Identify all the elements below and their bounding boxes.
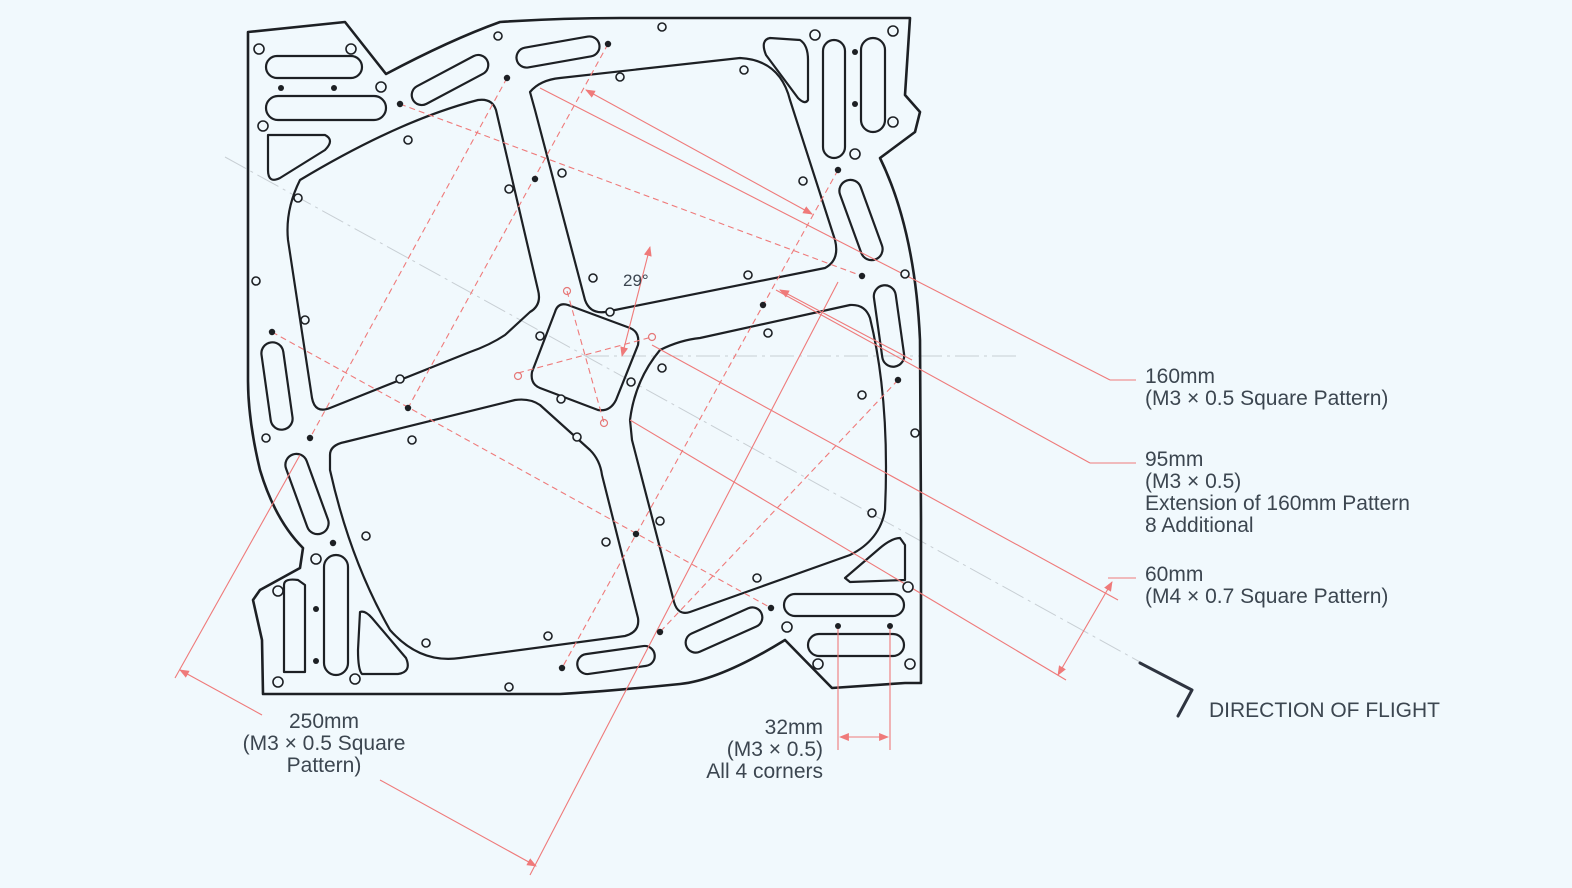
callout-160mm-desc: (M3 × 0.5 Square Pattern) — [1145, 387, 1389, 410]
callout-250mm-line1: (M3 × 0.5 Square — [242, 732, 406, 755]
window-top-right — [528, 56, 838, 314]
callout-95mm-line2: Extension of 160mm Pattern — [1145, 492, 1410, 515]
callout-95mm-size: 95mm — [1145, 448, 1204, 471]
dimension-lines — [174, 87, 1136, 876]
arrow-right-icon — [1138, 661, 1194, 718]
bolt-dots — [268, 40, 902, 672]
callout-32mm-line1: (M3 × 0.5) — [726, 738, 823, 761]
callout-95mm-line3: 8 Additional — [1145, 514, 1254, 537]
callout-95mm: 95mm (M3 × 0.5) Extension of 160mm Patte… — [1145, 449, 1410, 537]
callout-250mm: 250mm (M3 × 0.5 Square Pattern) — [224, 711, 424, 777]
callout-32mm-size: 32mm — [764, 716, 823, 739]
callout-250mm-line2: Pattern) — [286, 754, 362, 777]
center-pattern-holes — [513, 286, 657, 428]
callout-32mm: 32mm (M3 × 0.5) All 4 corners — [640, 717, 823, 783]
flight-centerline — [224, 156, 1141, 663]
callout-60mm-desc: (M4 × 0.7 Square Pattern) — [1145, 585, 1389, 608]
callout-160mm: 160mm (M3 × 0.5 Square Pattern) — [1145, 366, 1388, 410]
window-bottom-right — [628, 303, 888, 614]
callout-250mm-size: 250mm — [288, 710, 360, 733]
callout-32mm-line2: All 4 corners — [706, 760, 823, 783]
callout-160mm-size: 160mm — [1145, 365, 1216, 388]
window-top-left — [286, 98, 541, 411]
callout-95mm-line1: (M3 × 0.5) — [1145, 470, 1242, 493]
slot-cutouts — [260, 35, 907, 677]
center-cutout — [530, 303, 640, 412]
callout-60mm: 60mm (M4 × 0.7 Square Pattern) — [1145, 564, 1388, 608]
direction-of-flight-label: DIRECTION OF FLIGHT — [1209, 699, 1440, 722]
bolt-pattern-lines — [271, 43, 899, 669]
angle-label: 29° — [623, 271, 649, 290]
frame-plate-outline — [246, 16, 923, 696]
window-bottom-left — [328, 398, 640, 660]
mounting-holes — [251, 22, 920, 692]
callout-60mm-size: 60mm — [1145, 563, 1204, 586]
